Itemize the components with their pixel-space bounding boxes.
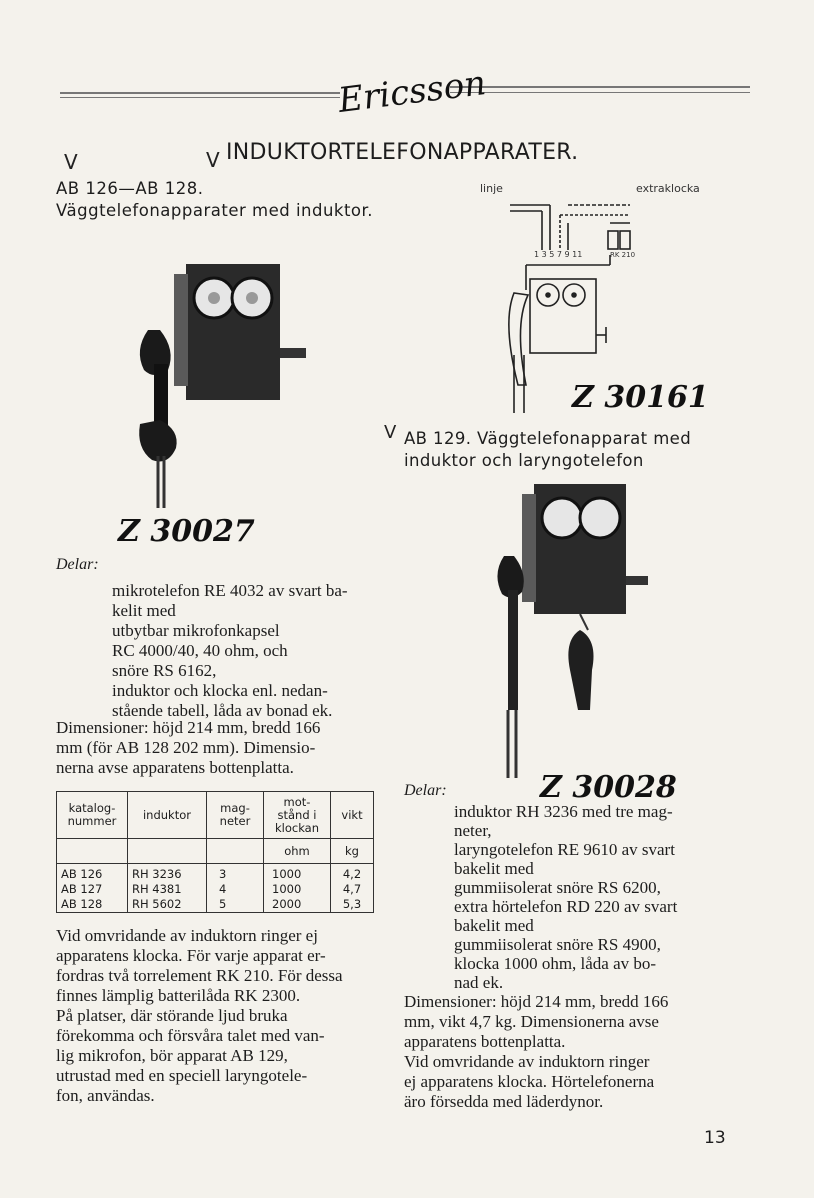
right-parts-line: laryngotelefon RE 9610 av svart (454, 840, 675, 859)
wiring-diagram (508, 204, 631, 413)
table-cell: RH 5602 (127, 897, 207, 913)
table-cell: RH 4381 (127, 882, 207, 897)
telephone-illustration-ab126 (139, 264, 306, 508)
right-parts-line: nad ek. (454, 973, 504, 992)
ab129-caption: AB 129. Väggtelefonapparat med induktor … (404, 429, 692, 470)
table-cell: 1000 (263, 863, 331, 882)
right-dimensions-line: Dimensioner: höjd 214 mm, bredd 166 (404, 992, 669, 1011)
left-note-line: fordras två torrelement RK 210. För dess… (56, 966, 343, 985)
left-parts-line: stående tabell, låda av bonad ek. (112, 701, 333, 720)
left-note-line: fon, användas. (56, 1086, 155, 1105)
header-rule-left (60, 92, 340, 94)
col-magneter: mag-neter (206, 791, 264, 839)
check-mark-3: V (384, 422, 397, 443)
brand-logo: Ericsson (336, 63, 489, 121)
left-note-line: lig mikrofon, bör apparat AB 129, (56, 1046, 288, 1065)
left-note-line: förekomma och försvåra talet med van- (56, 1026, 325, 1045)
right-dimensions-line: äro försedda med läderdynor. (404, 1092, 604, 1111)
right-parts-line: neter, (454, 821, 492, 840)
right-parts-line: gummiisolerat snöre RS 6200, (454, 878, 661, 897)
right-dimensions-line: mm, vikt 4,7 kg. Dimensionerna avse (404, 1012, 659, 1031)
left-dimensions-line: Dimensioner: höjd 214 mm, bredd 166 (56, 718, 321, 737)
header-rule-left-2 (60, 97, 340, 98)
left-parts-line: snöre RS 6162, (112, 661, 217, 680)
right-parts-line: induktor RH 3236 med tre mag- (454, 802, 673, 821)
telephone-illustration-ab129 (497, 484, 648, 778)
right-parts-line: extra hörtelefon RD 220 av svart (454, 897, 678, 916)
right-dimensions-line: ej apparatens klocka. Hörtelefonerna (404, 1072, 655, 1091)
spec-table-header-row: katalog-nummer induktor mag-neter mot-st… (56, 791, 374, 839)
col-motstand: mot-stånd i klockan (263, 791, 331, 839)
col-vikt: vikt (330, 791, 374, 839)
table-row: AB 126 RH 3236 3 1000 4,2 (56, 863, 374, 882)
table-cell: 4,2 (330, 863, 374, 882)
check-mark-1: V (64, 150, 78, 174)
table-cell: 5 (206, 897, 264, 913)
handwritten-number-left: Z 30027 (118, 514, 255, 549)
unit-cell: ohm (263, 838, 331, 864)
table-cell: 4,7 (330, 882, 374, 897)
right-dimensions-line: Vid omvridande av induktorn ringer (404, 1052, 650, 1071)
check-mark-2: V (206, 148, 220, 172)
intro-text: AB 126—AB 128. Väggtelefonapparater med … (56, 179, 374, 220)
table-cell: 5,3 (330, 897, 374, 913)
left-parts-line: mikrotelefon RE 4032 av svart ba- (112, 581, 348, 600)
table-row: AB 127 RH 4381 4 1000 4,7 (56, 882, 374, 897)
page-number: 13 (704, 1128, 726, 1148)
right-parts-list: induktor RH 3236 med tre mag- neter, lar… (454, 802, 774, 992)
header-rule-right (450, 86, 750, 88)
handwritten-number-right: Z 30028 (540, 770, 677, 805)
table-cell: RH 3236 (127, 863, 207, 882)
left-parts-list: mikrotelefon RE 4032 av svart ba- kelit … (112, 581, 382, 721)
unit-cell: kg (330, 838, 374, 864)
left-note-line: finnes lämplig batterilåda RK 2300. (56, 986, 301, 1005)
left-note-line: På platser, där störande ljud bruka (56, 1006, 288, 1025)
diagram-label-linje: linje (480, 182, 503, 195)
left-dimensions-line: mm (för AB 128 202 mm). Dimensio- (56, 738, 316, 757)
right-dimensions: Dimensioner: höjd 214 mm, bredd 166 mm, … (404, 992, 774, 1112)
left-note-line: utrustad med en speciell laryngotele- (56, 1066, 308, 1085)
table-cell: 2000 (263, 897, 331, 913)
table-cell: AB 126 (56, 863, 128, 882)
header-rule-right-2 (450, 92, 750, 93)
page-heading: INDUKTORTELEFONAPPARATER. (226, 140, 579, 165)
table-cell: 3 (206, 863, 264, 882)
unit-cell (56, 838, 128, 864)
right-parts-line: bakelit med (454, 916, 534, 935)
left-dimensions: Dimensioner: höjd 214 mm, bredd 166 mm (… (56, 718, 386, 778)
left-note: Vid omvridande av induktorn ringer ej ap… (56, 926, 396, 1106)
left-parts-line: utbytbar mikrofonkapsel (112, 621, 280, 640)
left-parts-line: RC 4000/40, 40 ohm, och (112, 641, 288, 660)
col-katalognummer: katalog-nummer (56, 791, 128, 839)
col-induktor: induktor (127, 791, 207, 839)
table-row: AB 128 RH 5602 5 2000 5,3 (56, 897, 374, 913)
table-cell: 1000 (263, 882, 331, 897)
table-cell: AB 127 (56, 882, 128, 897)
left-note-line: Vid omvridande av induktorn ringer ej (56, 926, 318, 945)
unit-cell (127, 838, 207, 864)
left-parts-line: induktor och klocka enl. nedan- (112, 681, 328, 700)
right-delar-label: Delar: (404, 782, 447, 799)
spec-table-units-row: ohm kg (56, 838, 374, 864)
right-parts-line: bakelit med (454, 859, 534, 878)
unit-cell (206, 838, 264, 864)
diagram-label-extraklocka: extraklocka (636, 182, 700, 195)
spec-table: katalog-nummer induktor mag-neter mot-st… (56, 791, 374, 913)
diagram-rk-label: RK 210 (610, 251, 636, 259)
right-dimensions-line: apparatens bottenplatta. (404, 1032, 566, 1051)
diagram-terminals: 1 3 5 7 9 11 (534, 250, 583, 259)
right-parts-line: gummiisolerat snöre RS 4900, (454, 935, 661, 954)
left-note-line: apparatens klocka. För varje apparat er- (56, 946, 326, 965)
left-dimensions-line: nerna avse apparatens bottenplatta. (56, 758, 294, 777)
left-parts-line: kelit med (112, 601, 176, 620)
table-cell: 4 (206, 882, 264, 897)
right-parts-line: klocka 1000 ohm, låda av bo- (454, 954, 657, 973)
table-cell: AB 128 (56, 897, 128, 913)
handwritten-number-top: Z 30161 (572, 380, 709, 415)
left-delar-label: Delar: (56, 556, 99, 573)
